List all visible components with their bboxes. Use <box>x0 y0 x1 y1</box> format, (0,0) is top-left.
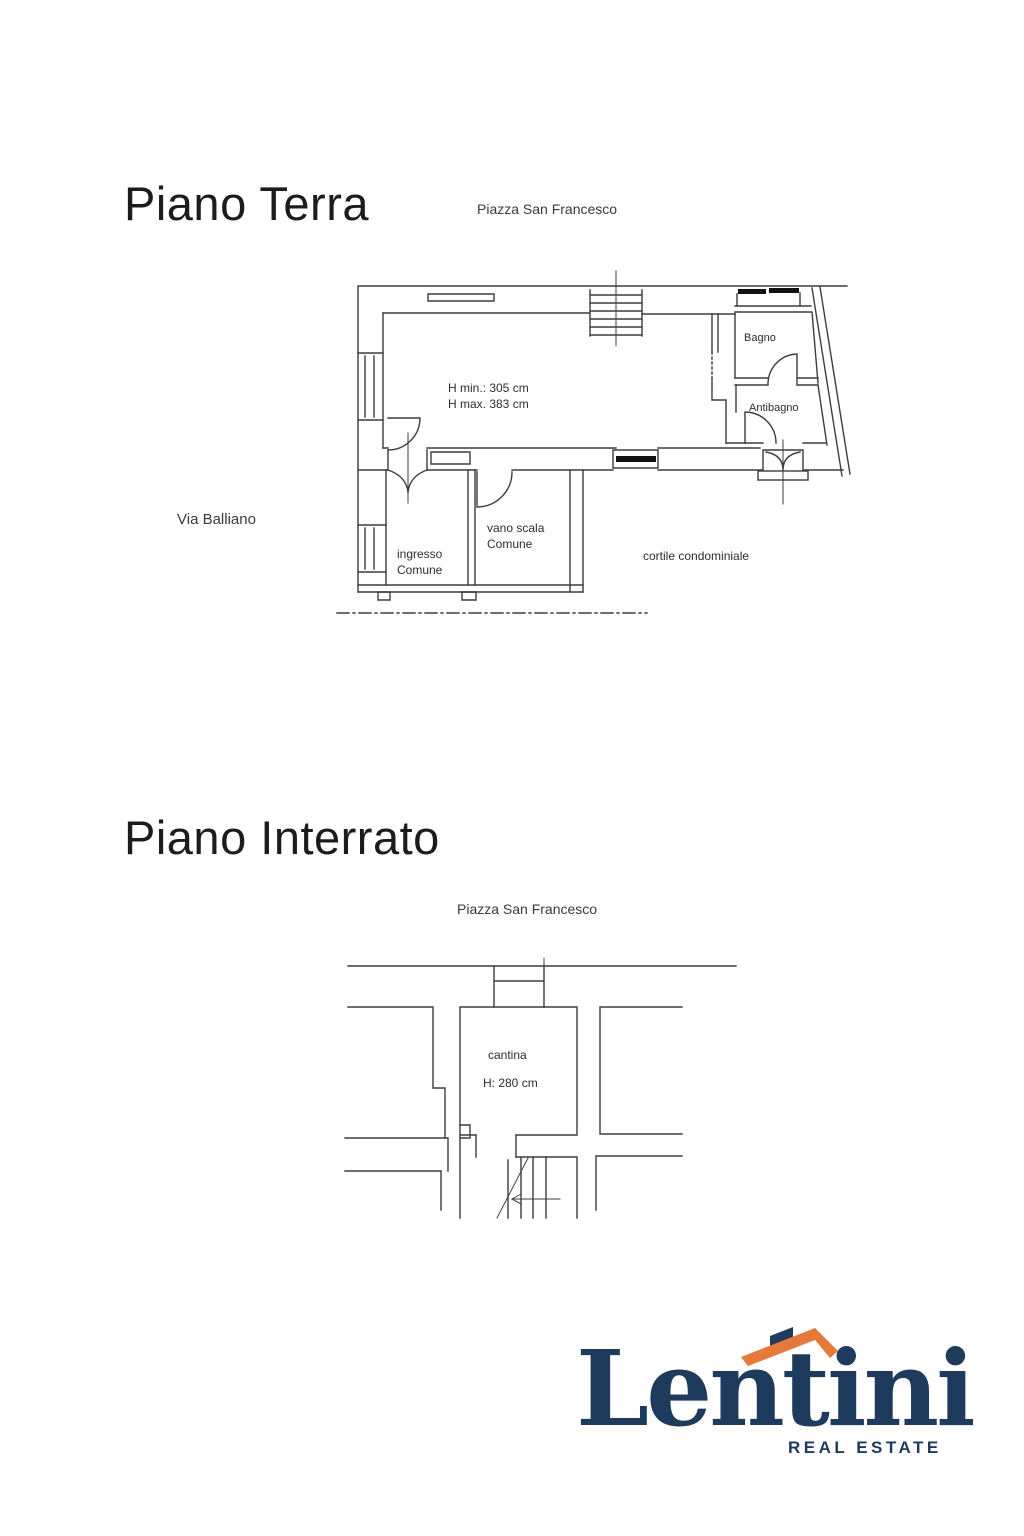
gf-window-top <box>427 293 495 302</box>
basement-title: Piano Interrato <box>124 811 440 864</box>
house-roof-icon <box>741 1327 838 1366</box>
gf-window-bagno-sash-right <box>769 288 799 293</box>
room-label-ingresso-line1: ingresso <box>397 547 443 561</box>
bs-stairs-diagonal <box>496 1157 529 1219</box>
gf-window-bagno-frame <box>736 292 801 307</box>
basement-plan <box>344 957 737 1219</box>
ground-floor-title: Piano Terra <box>124 177 369 230</box>
gf-bottom-walls <box>357 584 584 593</box>
gf-antibagno-door-arc <box>744 411 777 444</box>
bs-stairs-treads <box>507 1156 547 1219</box>
gf-outer-walls <box>357 285 848 593</box>
room-label-cantina: cantina <box>488 1048 527 1062</box>
gf-window-bottom-frame <box>612 449 659 469</box>
logo-tagline: REAL ESTATE <box>788 1438 942 1457</box>
gf-passage-wall <box>711 313 719 353</box>
gf-passage-step-wall <box>711 377 727 444</box>
gf-vano-scala-door-arc <box>476 471 513 508</box>
gf-window-bagno-sash-left <box>738 289 766 294</box>
gf-partition-walls <box>467 469 584 593</box>
roof-orange-band <box>741 1328 838 1366</box>
gf-entrance-door-frame <box>387 449 428 471</box>
label-cantina-height: H: 280 cm <box>483 1076 538 1090</box>
gf-window-mid <box>430 451 471 465</box>
ground-floor-labels: H min.: 305 cm H max. 383 cm Bagno Antib… <box>397 332 799 577</box>
gf-bottom-wall-pillars <box>377 591 477 601</box>
room-label-vano-scala-line2: Comune <box>487 537 533 551</box>
ground-floor-street-left-label: Via Balliano <box>177 511 256 528</box>
label-height-max: H max. 383 cm <box>448 397 529 411</box>
gf-window-bottom-sash <box>616 456 656 462</box>
gf-bagno-door-arc <box>767 353 798 385</box>
area-label-cortile: cortile condominiale <box>643 549 749 563</box>
gf-slanted-right-wall <box>811 286 851 477</box>
room-label-bagno: Bagno <box>744 332 776 344</box>
gf-left-inner-wall <box>382 312 387 586</box>
bs-light-shaft <box>493 965 545 1008</box>
gf-antibagno-walls <box>725 384 828 446</box>
gf-window-left-lower <box>357 524 387 573</box>
bs-left-corridor-walls <box>344 1006 449 1211</box>
room-label-antibagno: Antibagno <box>749 402 799 414</box>
label-height-min: H min.: 305 cm <box>448 381 529 395</box>
gf-mainroom-door-arc <box>387 417 421 451</box>
bs-stairs-direction-arrow <box>511 1193 561 1205</box>
gf-bagno-walls <box>734 305 819 384</box>
bs-doorway-walls <box>475 1134 517 1158</box>
basement-street-top-label: Piazza San Francesco <box>457 901 598 917</box>
room-label-ingresso-line2: Comune <box>397 563 443 577</box>
ground-floor-plan <box>336 270 851 614</box>
bs-right-corridor-walls <box>595 1006 683 1211</box>
bs-cantina-walls <box>459 1006 578 1219</box>
gf-window-left-upper <box>357 352 384 421</box>
basement-labels: cantina H: 280 cm <box>483 1048 538 1090</box>
room-label-vano-scala-line1: vano scala <box>487 521 545 535</box>
gf-bagno-antibagno-divider <box>734 377 819 386</box>
bs-cantina-wall-notch <box>459 1124 471 1139</box>
ground-floor-street-top-label: Piazza San Francesco <box>477 201 618 217</box>
